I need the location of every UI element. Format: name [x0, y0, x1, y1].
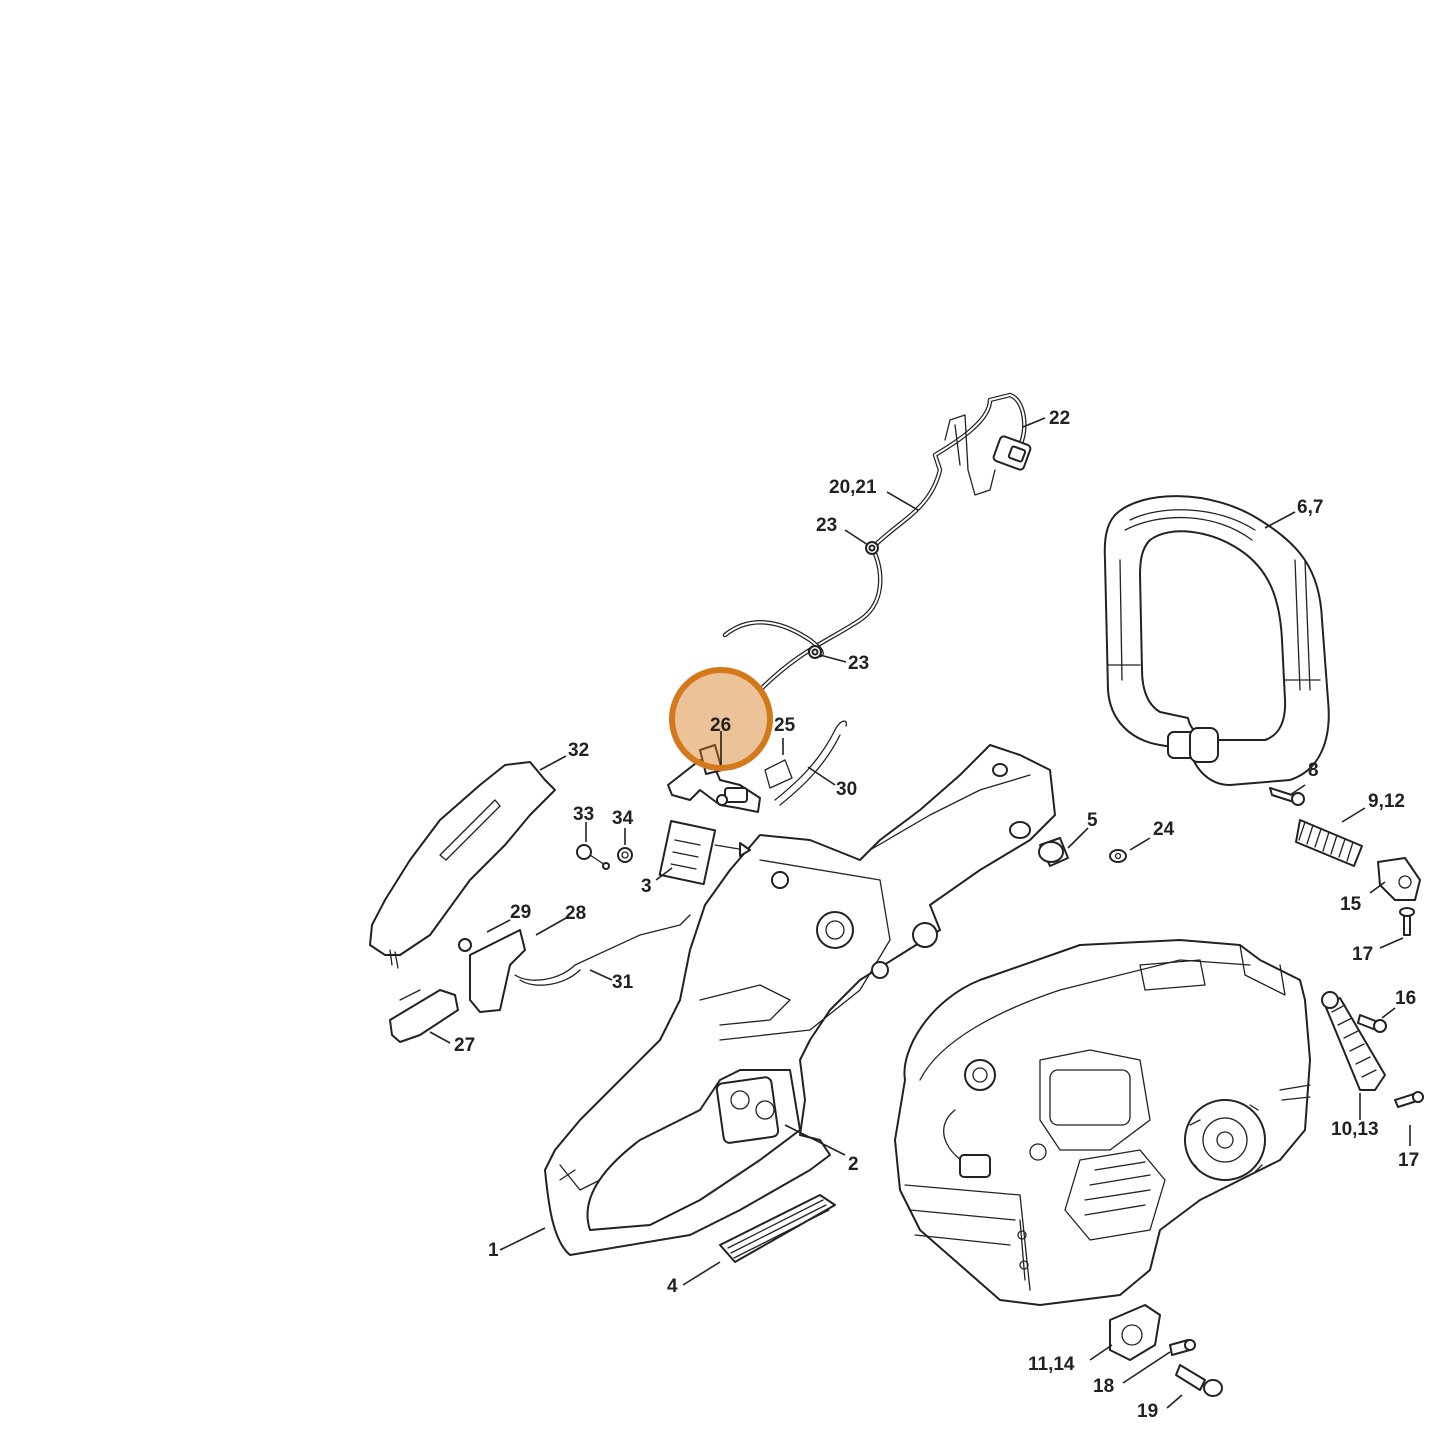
- callout-25: 25: [774, 715, 796, 736]
- callout-26: 26: [710, 715, 731, 736]
- callout-labels: 1 2 3 4 5 6,7 8 9,12 10,13 11,14 15 16 1…: [454, 408, 1419, 1422]
- callout-24: 24: [1153, 819, 1175, 840]
- trigger-assembly: [667, 720, 847, 813]
- callout-10-13: 10,13: [1331, 1119, 1379, 1140]
- leader-lines: [429, 417, 1411, 1409]
- callout-29: 29: [510, 902, 531, 923]
- handle-cover: [369, 761, 556, 969]
- handle-housing: [544, 744, 1056, 1256]
- handlebar: [1103, 495, 1330, 786]
- callout-28: 28: [565, 903, 586, 924]
- callout-34: 34: [612, 808, 634, 829]
- callout-20-21: 20,21: [829, 477, 877, 498]
- callout-33: 33: [573, 804, 594, 825]
- callout-31: 31: [612, 972, 634, 993]
- label-plate: [658, 820, 751, 886]
- lock-lever: [389, 914, 691, 1043]
- callout-17-bottom: 17: [1398, 1150, 1419, 1171]
- callout-5: 5: [1087, 810, 1098, 831]
- small-parts: [576, 787, 1424, 1397]
- wiring-harness: [722, 392, 1032, 693]
- callout-6-7: 6,7: [1297, 497, 1323, 518]
- callout-9-12: 9,12: [1368, 791, 1405, 812]
- callout-19: 19: [1137, 1401, 1158, 1422]
- callout-22: 22: [1049, 408, 1070, 429]
- callout-8: 8: [1308, 760, 1319, 781]
- callout-15: 15: [1340, 894, 1362, 915]
- callout-1: 1: [488, 1240, 499, 1261]
- callout-17-top: 17: [1352, 944, 1373, 965]
- callout-16: 16: [1395, 988, 1416, 1009]
- callout-4: 4: [667, 1276, 678, 1297]
- callout-23-upper: 23: [816, 515, 837, 536]
- highlight-marker: [669, 667, 773, 771]
- callout-2: 2: [848, 1154, 859, 1175]
- callout-18: 18: [1093, 1376, 1114, 1397]
- callout-23-lower: 23: [848, 653, 869, 674]
- callout-11-14: 11,14: [1028, 1354, 1075, 1375]
- callout-3: 3: [641, 876, 652, 897]
- callout-32: 32: [568, 740, 589, 761]
- callout-30: 30: [836, 779, 857, 800]
- foot-pad: [719, 1194, 836, 1263]
- callout-27: 27: [454, 1035, 475, 1056]
- engine-block: [894, 939, 1311, 1306]
